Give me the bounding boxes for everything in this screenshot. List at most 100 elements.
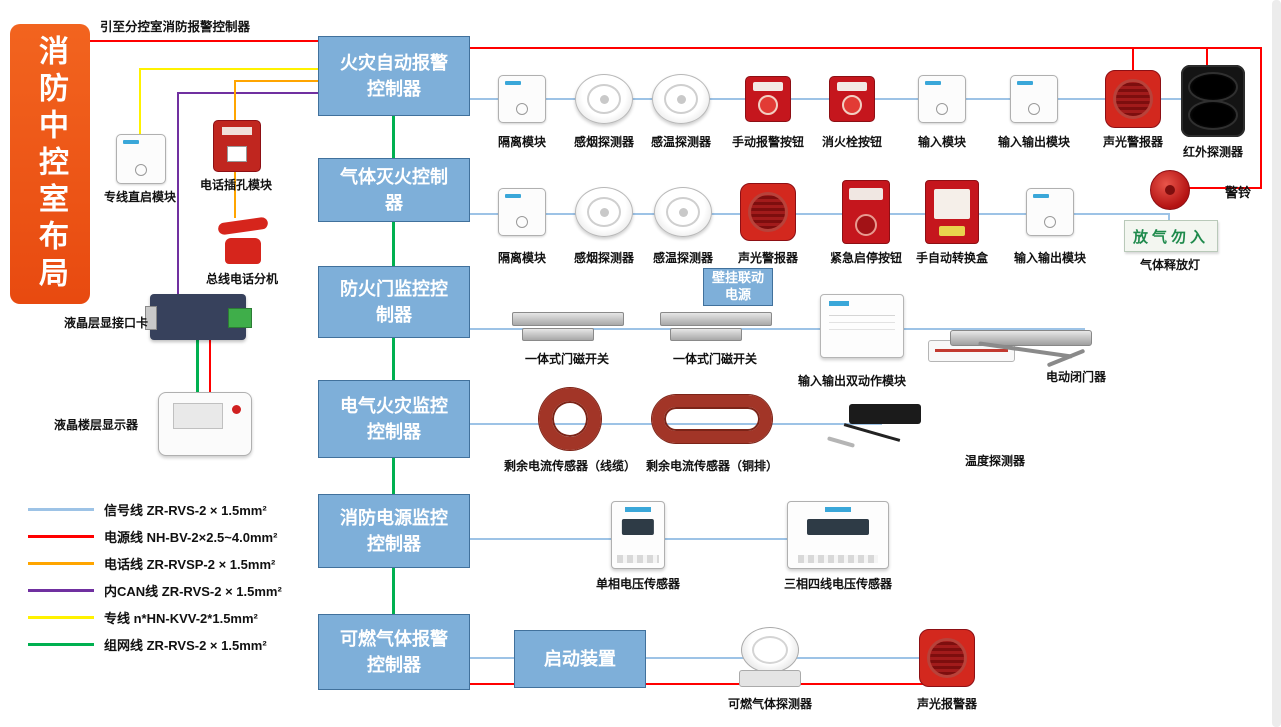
device-label: 输入模块 bbox=[917, 135, 966, 149]
device-label: 三相四线电压传感器 bbox=[783, 577, 892, 591]
legend-label: 内CAN线 ZR-RVS-2 × 1.5mm² bbox=[104, 584, 282, 599]
device-item: 隔离模块 bbox=[477, 70, 567, 150]
temperature-detector-label: 温度探测器 bbox=[964, 454, 1026, 468]
door-closer-label: 电动闭门器 bbox=[1045, 370, 1107, 384]
scrollbar-track[interactable] bbox=[1272, 0, 1281, 727]
legend-row: 组网线 ZR-RVS-2 × 1.5mm² bbox=[28, 631, 282, 658]
device-item: 声光警报器 bbox=[723, 180, 813, 266]
input-module-icon bbox=[918, 75, 966, 123]
controller-electrical-fire: 电气火灾监控控制器 bbox=[318, 380, 470, 458]
device-item: 三相四线电压传感器 bbox=[778, 500, 898, 592]
special-line-horizontal bbox=[140, 68, 318, 70]
smoke-detector-icon bbox=[575, 187, 633, 237]
device-label: 隔离模块 bbox=[497, 135, 546, 149]
controller-combustible-gas: 可燃气体报警控制器 bbox=[318, 614, 470, 690]
device-label: 感烟探测器 bbox=[573, 251, 634, 265]
lcd-floor-display-icon bbox=[158, 392, 252, 456]
device-item: 消火栓按钮 bbox=[807, 70, 897, 150]
device-item: 剩余电流传感器（线缆） bbox=[480, 386, 660, 474]
device-item: 感温探测器 bbox=[636, 70, 726, 150]
power-line-row6 bbox=[470, 683, 947, 685]
isolation-module-icon bbox=[498, 75, 546, 123]
combustible-gas-detector-icon bbox=[738, 627, 802, 687]
power-line-swatch bbox=[28, 535, 94, 538]
isolation-module-icon bbox=[498, 188, 546, 236]
alarm-bell-icon bbox=[1150, 170, 1190, 210]
start-device-box: 启动装置 bbox=[514, 630, 646, 688]
device-label: 消火栓按钮 bbox=[821, 135, 882, 149]
smoke-detector-icon bbox=[575, 74, 633, 124]
manual-auto-transfer-box-icon bbox=[925, 180, 979, 244]
legend-row: 电源线 NH-BV-2×2.5~4.0mm² bbox=[28, 523, 282, 550]
io-module-icon bbox=[1010, 75, 1058, 123]
temperature-detector-icon bbox=[826, 404, 927, 450]
device-item: 感烟探测器 bbox=[559, 180, 649, 266]
device-item: 声光报警器 bbox=[902, 626, 992, 712]
device-item: 剩余电流传感器（铜排） bbox=[622, 386, 802, 474]
residual-current-sensor-copper-icon bbox=[652, 395, 772, 443]
device-label: 紧急启停按钮 bbox=[829, 251, 902, 265]
sound-light-alarm-icon bbox=[919, 629, 975, 687]
signal-line-row3 bbox=[470, 328, 1085, 330]
lcd-floor-display-label: 液晶楼层显示器 bbox=[53, 418, 139, 432]
device-label: 输入输出模块 bbox=[997, 135, 1070, 149]
device-label: 隔离模块 bbox=[497, 251, 546, 265]
heat-detector-icon bbox=[654, 187, 712, 237]
power-line-top bbox=[470, 47, 1262, 49]
three-phase-voltage-sensor-icon bbox=[787, 501, 889, 569]
emergency-start-stop-button-icon bbox=[842, 180, 890, 244]
controller-gas-extinguish: 气体灭火控制器 bbox=[318, 158, 470, 222]
legend-row: 专线 n*HN-KVV-2*1.5mm² bbox=[28, 604, 282, 631]
legend-label: 组网线 ZR-RVS-2 × 1.5mm² bbox=[104, 638, 267, 653]
device-label: 手动报警按钮 bbox=[731, 135, 804, 149]
device-item: 输入模块 bbox=[897, 70, 987, 150]
network-line-swatch bbox=[28, 643, 94, 646]
page-title: 消防中控室布局 bbox=[34, 34, 67, 294]
phone-line-swatch bbox=[28, 562, 94, 565]
device-item: 声光警报器 bbox=[1088, 70, 1178, 150]
special-line-vertical bbox=[139, 68, 141, 138]
device-label: 声光报警器 bbox=[916, 697, 977, 711]
device-item: 手动报警按钮 bbox=[723, 70, 813, 150]
alarm-bell-label: 警铃 bbox=[1224, 185, 1252, 200]
device-item: 红外探测器 bbox=[1168, 64, 1258, 160]
wall-linkage-power-box: 壁挂联动电源 bbox=[703, 268, 773, 306]
signal-line-row6 bbox=[470, 657, 947, 659]
power-drop-right bbox=[1260, 47, 1262, 189]
sound-light-alarm-icon bbox=[740, 183, 796, 241]
device-label: 可燃气体探测器 bbox=[727, 697, 812, 711]
sound-light-alarm-icon bbox=[1105, 70, 1161, 128]
legend-label: 信号线 ZR-RVS-2 × 1.5mm² bbox=[104, 503, 267, 518]
network-line-main bbox=[392, 116, 395, 614]
power-drop-infrared bbox=[1206, 47, 1208, 67]
device-item: 输入输出模块 bbox=[989, 70, 1079, 150]
special-line-swatch bbox=[28, 616, 94, 619]
can-line-vertical bbox=[177, 92, 179, 300]
can-line-swatch bbox=[28, 589, 94, 592]
single-phase-voltage-sensor-icon bbox=[611, 501, 665, 569]
device-item: 手自动转换盒 bbox=[907, 180, 997, 266]
power-line-left bbox=[209, 340, 211, 392]
phone-jack-module-icon bbox=[213, 120, 261, 172]
power-line-bell bbox=[1186, 187, 1262, 189]
device-item: 隔离模块 bbox=[477, 180, 567, 266]
gas-release-lamp-label: 气体释放灯 bbox=[1139, 258, 1201, 272]
phone-line-drop-jack bbox=[234, 80, 236, 125]
device-label: 感烟探测器 bbox=[573, 135, 634, 149]
legend-label: 电源线 NH-BV-2×2.5~4.0mm² bbox=[104, 530, 278, 545]
hydrant-button-icon bbox=[829, 76, 875, 122]
phone-line-horizontal bbox=[234, 80, 318, 82]
door-closer-icon bbox=[950, 330, 1092, 368]
signal-line-swatch bbox=[28, 508, 94, 511]
device-label: 单相电压传感器 bbox=[595, 577, 680, 591]
heat-detector-icon bbox=[652, 74, 710, 124]
io-module-icon bbox=[1026, 188, 1074, 236]
title-banner: 消防中控室布局 bbox=[10, 24, 90, 304]
dedicated-line-module-label: 专线直启模块 bbox=[103, 190, 177, 204]
door-magnet-switch-label: 一体式门磁开关 bbox=[672, 352, 758, 366]
device-label: 感温探测器 bbox=[652, 251, 713, 265]
can-line-horizontal bbox=[178, 92, 318, 94]
lcd-interface-card-icon bbox=[145, 294, 252, 340]
residual-current-sensor-cable-icon bbox=[539, 388, 601, 450]
